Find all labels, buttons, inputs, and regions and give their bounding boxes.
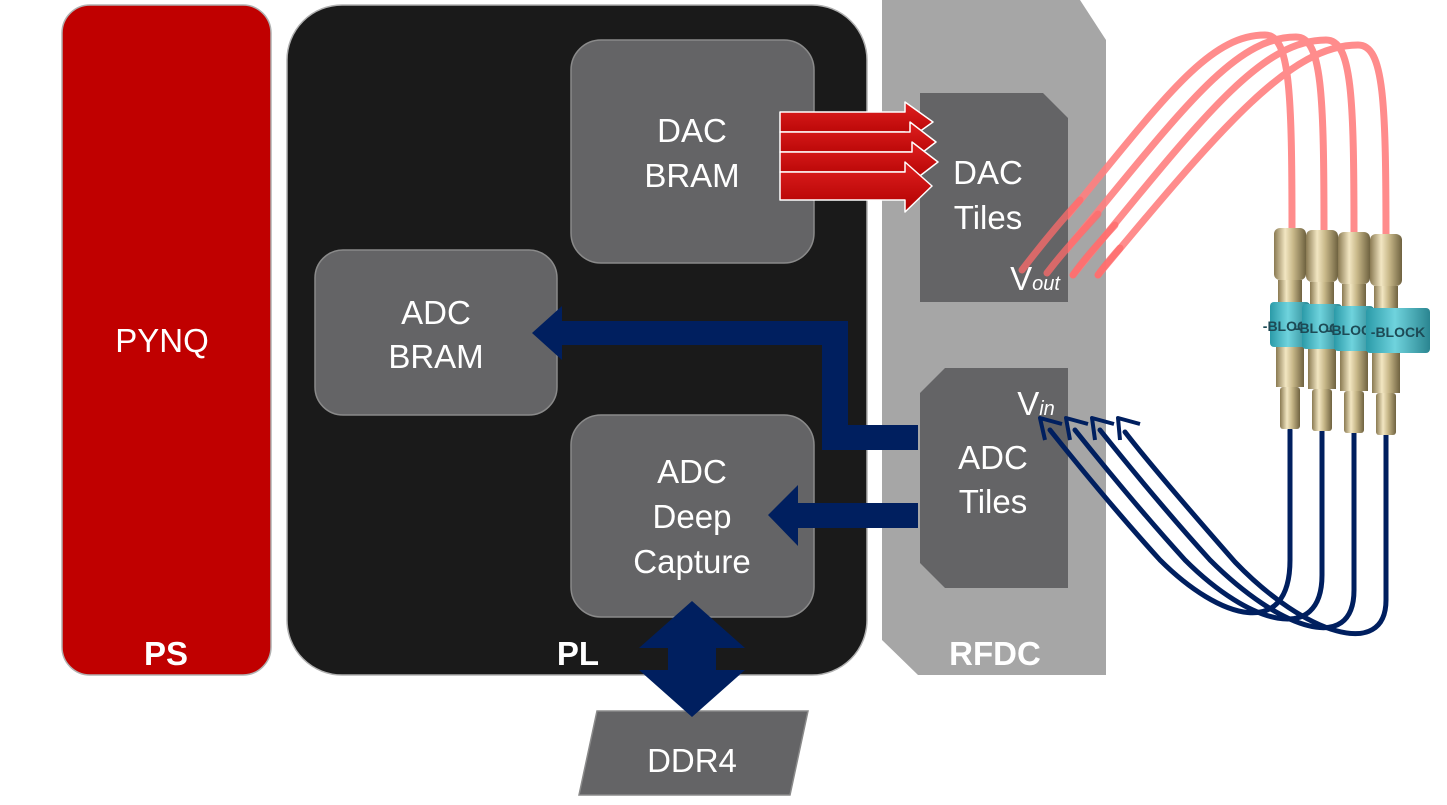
dac-cable-2 (1043, 33, 1328, 277)
dac-cable-1 (1018, 31, 1296, 274)
dc-block-connector-3: -BLOCK (1327, 232, 1381, 433)
dac-output-cables-overlay (1018, 196, 1124, 279)
dac-data-arrows (779, 101, 939, 213)
adc-deep-capture: ADC Deep Capture (570, 414, 815, 618)
adc-tiles-body (920, 368, 1068, 588)
adc-tiles-line1: ADC (958, 439, 1028, 476)
dac-cable-overlay-3 (1069, 221, 1119, 279)
ddr4-block: DDR4 (578, 710, 809, 796)
adc-cable-arrowhead-4 (1116, 416, 1141, 441)
dc-block-connector-1: -BLOCK (1263, 228, 1317, 429)
adc-cable-2 (1072, 427, 1325, 622)
dac-bram-body (570, 39, 815, 264)
dac-bram: DAC BRAM (570, 39, 815, 264)
adc-cable-4 (1122, 427, 1389, 637)
ddr4-body (578, 710, 809, 796)
ps-block: PYNQ PS (61, 4, 272, 676)
adc-cable-arrowheads (1038, 416, 1141, 441)
dac-tiles-body (920, 93, 1068, 302)
ps-region-label: PS (144, 635, 188, 672)
adc-tiles-line2: Tiles (959, 483, 1027, 520)
dac-cable-4 (1094, 41, 1390, 279)
dc-block-connector-4: -BLOCK (1366, 234, 1430, 435)
dac-output-cables (1018, 31, 1390, 279)
adc-bram-line2: BRAM (388, 338, 483, 375)
adc-cable-arrowhead-2 (1064, 416, 1089, 441)
svg-text:-BLOCK: -BLOCK (1371, 324, 1425, 340)
dac-cable-overlay-1 (1018, 196, 1084, 274)
adc-deep-capture-line3: Capture (633, 543, 750, 580)
dac-tiles-line2: Tiles (954, 199, 1022, 236)
adc-bram-line1: ADC (401, 294, 471, 331)
dac-cable-overlay-2 (1043, 210, 1102, 277)
dac-tiles-line1: DAC (953, 154, 1023, 191)
dac-cable-3 (1069, 36, 1358, 279)
adc-cable-3 (1097, 427, 1357, 631)
pl-region-label: PL (557, 635, 599, 672)
dac-arrow-4 (779, 161, 933, 213)
adc-bram-body (314, 249, 558, 416)
adc-cable-arrowhead-1 (1038, 416, 1063, 441)
adc-bram: ADC BRAM (314, 249, 558, 416)
adc-input-cables (1047, 427, 1389, 637)
adc-deep-capture-line1: ADC (657, 453, 727, 490)
adc-cable-arrowhead-3 (1090, 416, 1115, 441)
deep-capture-ddr4-arrow (639, 601, 745, 717)
adc-deep-capture-line2: Deep (653, 498, 732, 535)
dac-bram-line2: BRAM (644, 157, 739, 194)
ddr4-label: DDR4 (647, 742, 737, 779)
adc-tiles-vin-label: Vin (1017, 385, 1055, 422)
dac-cable-overlay-4 (1094, 244, 1124, 279)
dac-bram-line1: DAC (657, 112, 727, 149)
adc-to-deep-capture-arrow (768, 485, 918, 546)
rfdc-region-label: RFDC (949, 635, 1041, 672)
ps-block-body (61, 4, 272, 676)
adc-to-bram-arrow (532, 306, 918, 450)
adc-tiles: ADC Tiles Vin (920, 368, 1068, 588)
ps-pynq-label: PYNQ (115, 322, 209, 359)
dc-block-connectors: -BLOCK -BLOCK -BLOCK -BLOCK (1263, 228, 1430, 435)
